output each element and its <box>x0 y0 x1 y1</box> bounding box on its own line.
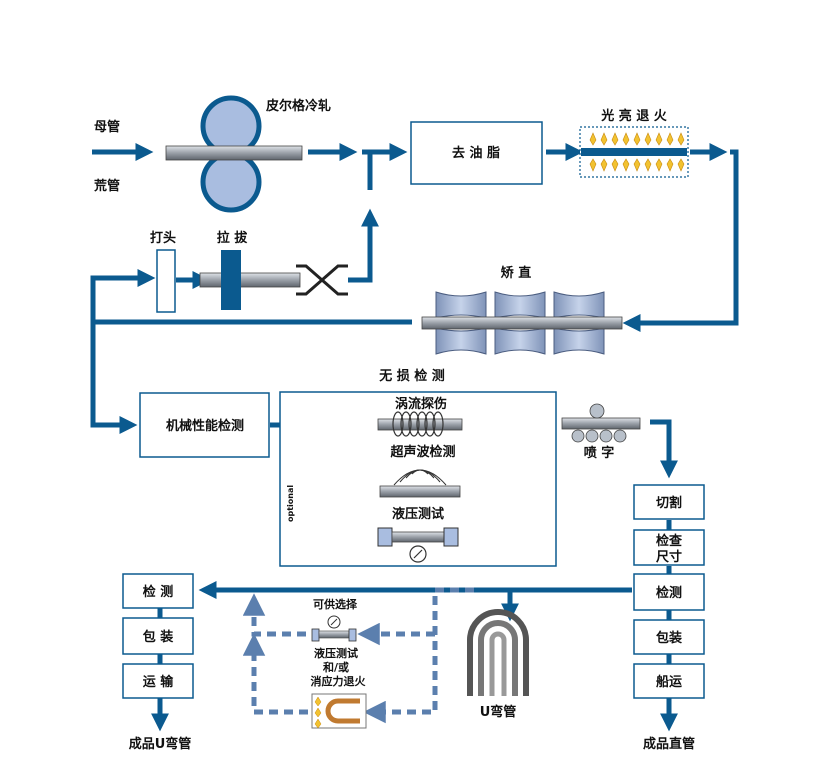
label-degreasing: 去 油 脂 <box>452 145 500 161</box>
label-packing-right: 包装 <box>656 630 682 646</box>
flame-icon <box>589 132 685 172</box>
pointing-box <box>156 249 176 313</box>
pressure-gauge-icon <box>409 545 427 563</box>
u-tube-icon <box>467 609 529 696</box>
packing-right-box <box>633 619 705 655</box>
u-tube-hydro-fixture <box>311 615 357 642</box>
label-cutting: 切割 <box>656 495 682 511</box>
label-ultrasonic: 超声波检测 <box>390 444 455 460</box>
annealing-furnace <box>579 126 689 178</box>
inspection-left-box <box>122 573 194 609</box>
label-straightening: 矫 直 <box>501 265 532 281</box>
label-eddy-current: 涡流探伤 <box>395 396 447 412</box>
eddy-coil-icon <box>377 411 463 437</box>
label-stress-relief: 消应力退火 <box>311 674 367 688</box>
gripper-icon <box>296 264 348 296</box>
label-inspection-right: 检测 <box>656 585 682 601</box>
label-finished-straight: 成品直管 <box>643 736 695 752</box>
shipping-right-box <box>633 663 705 699</box>
label-bright-annealing: 光 亮 退 火 <box>600 108 668 124</box>
transport-left-box <box>122 663 194 699</box>
inspection-right-box <box>633 573 705 611</box>
label-finished-u: 成品U弯管 <box>129 736 192 752</box>
label-and-or: 和/或 <box>323 660 349 674</box>
straightener-rolls-icon <box>421 291 623 355</box>
label-transport-left: 运 输 <box>143 674 175 690</box>
label-size-check-line2: 尺寸 <box>656 549 682 565</box>
stress-relief-furnace <box>311 693 367 729</box>
size-check-box <box>633 529 705 566</box>
label-pilger-cold-rolling: 皮尔格冷轧 <box>265 98 331 114</box>
label-u-tube: U弯管 <box>480 704 517 720</box>
label-mechanical-test: 机械性能检测 <box>166 418 244 434</box>
label-ndt-group: 无 损 检 测 <box>378 368 445 384</box>
label-packing-left: 包 装 <box>143 629 174 645</box>
flame-icon <box>314 696 322 729</box>
hydro-test-fixture <box>377 527 459 563</box>
label-size-check-line1: 检查 <box>656 533 683 549</box>
label-mother-tube-1: 母管 <box>94 119 120 135</box>
label-marking: 喷 字 <box>584 445 615 461</box>
label-hydro-test-2: 液压测试 <box>314 646 358 660</box>
packing-left-box <box>122 617 194 655</box>
cutting-box <box>633 484 705 520</box>
label-shipping-right: 船运 <box>656 674 682 690</box>
label-mother-tube-2: 荒管 <box>93 178 120 194</box>
label-optional-available: 可供选择 <box>313 597 358 611</box>
label-hydro-test: 液压测试 <box>392 506 444 522</box>
mechanical-test-box <box>139 392 270 458</box>
pilger-rolls-icon <box>165 95 303 213</box>
label-optional: optional <box>286 485 295 522</box>
pressure-gauge-icon <box>327 615 341 629</box>
drawing-machine <box>199 250 348 310</box>
label-inspection-left: 检 测 <box>143 584 174 600</box>
degreasing-box <box>410 121 543 185</box>
label-pointing: 打头 <box>150 230 176 246</box>
die-icon <box>221 250 241 310</box>
ultrasonic-wave-icon <box>379 469 461 498</box>
marking-pipe-icon <box>561 403 641 443</box>
label-drawing: 拉 拔 <box>217 230 249 246</box>
